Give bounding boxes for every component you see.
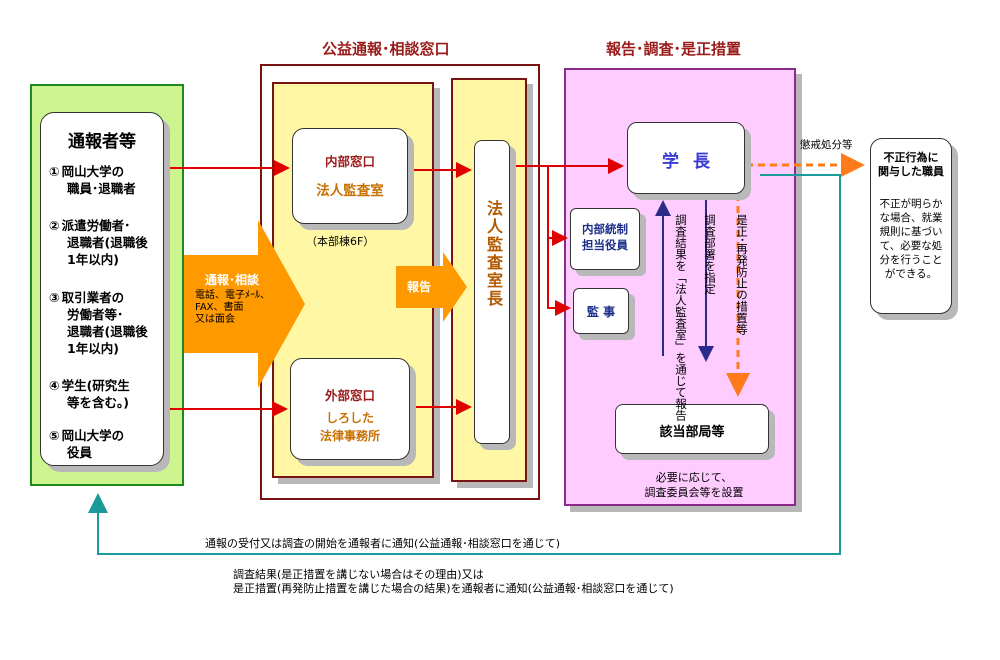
president-label: 学長 — [662, 152, 724, 172]
report-consult-arrow — [184, 220, 305, 388]
department-card: 該当部局等 — [615, 404, 769, 454]
president-card: 学長 — [627, 122, 745, 194]
external-window-card: 外部窓口 しろした 法律事務所 — [290, 358, 410, 460]
auditor-label: 監 事 — [586, 305, 616, 319]
item-number: ② — [49, 218, 60, 233]
vt-col: 措置等 — [735, 300, 749, 335]
methods-line: 電話、電子ﾒｰﾙ、 — [195, 290, 270, 301]
item-line: 退職者(退職後 — [67, 235, 148, 250]
internal-control-officer-label: 内部統制 担当役員 — [575, 221, 635, 253]
involved-staff-body: 不正が明らかな場合、就業規則に基づいて、必要な処分を行うことができる。 — [879, 198, 943, 280]
internal-window-name: 法人監査室 — [316, 183, 384, 199]
consultation-window-heading: 公益通報･相談窓口 — [322, 40, 450, 58]
internal-window-card: 内部窓口 法人監査室 — [292, 128, 408, 224]
item-line: 岡山大学の — [61, 428, 125, 443]
item-line: 岡山大学の — [61, 164, 125, 179]
result-notice-line: 是正措置(再発防止措置を講じた場合の結果)を通報者に通知(公益通報･相談窓口を通… — [233, 582, 674, 595]
item-line: 学生(研究生 — [61, 378, 130, 393]
committee-line: 必要に応じて、 — [655, 471, 733, 484]
methods-line: FAX、書面 — [195, 302, 244, 313]
committee-line: 調査委員会等を設置 — [644, 486, 744, 499]
report-investigation-heading: 報告･調査･是正措置 — [606, 40, 742, 58]
auditor-card: 監 事 — [573, 288, 629, 334]
vt-col: 是正･再発防止の — [735, 214, 749, 301]
hokoku-arrow — [396, 252, 467, 322]
audit-director-label: 法人監査室長 — [484, 200, 503, 308]
external-window-name: 法律事務所 — [319, 429, 380, 443]
department-label: 該当部局等 — [659, 425, 725, 440]
item-number: ① — [49, 164, 60, 179]
involved-staff-card: 不正行為に 関与した職員 不正が明らかな場合、就業規則に基づいて、必要な処分を行… — [870, 138, 952, 314]
result-notice-line: 調査結果(是正措置を講じない場合はその理由)又は — [233, 568, 484, 581]
item-line: 職員･退職者 — [67, 181, 136, 196]
staff-title-line: 不正行為に — [883, 151, 939, 164]
item-number: ③ — [49, 290, 60, 305]
prevention-measures-label: 是正･再発防止の措置等 — [735, 214, 749, 335]
internal-window-title: 内部窓口 — [324, 154, 375, 169]
external-window-name: しろした — [325, 411, 374, 425]
committee-note: 必要に応じて、 調査委員会等を設置 — [604, 470, 784, 500]
item-line: 1年以内) — [67, 252, 119, 267]
methods-line: 又は面会 — [195, 314, 235, 325]
staff-title-line: 関与した職員 — [878, 165, 944, 178]
item-line: 退職者(退職後 — [67, 324, 148, 339]
item-line: 派遣労働者･ — [61, 218, 131, 233]
item-line: 労働者等･ — [67, 307, 124, 322]
report-consult-label: 通報･相談 — [205, 273, 260, 287]
investigation-results-label: 調査結果を「法人監査室」を通じて報告 — [674, 214, 688, 422]
involved-staff-title: 不正行為に 関与した職員 — [871, 151, 951, 179]
item-line: 1年以内) — [67, 341, 119, 356]
item-line: 取引業者の — [61, 290, 125, 305]
discipline-label: 懲戒処分等 — [800, 139, 853, 151]
hokoku-label: 報告 — [407, 280, 432, 294]
item-number: ④ — [49, 378, 60, 393]
reporter-title: 通報者等 — [68, 132, 136, 152]
internal-window-location: （本部棟6F） — [306, 235, 375, 248]
reception-notice: 通報の受付又は調査の開始を通報者に通知(公益通報･相談窓口を通じて) — [205, 537, 561, 550]
item-line: 等を含む。) — [67, 395, 129, 410]
audit-director-card — [474, 140, 510, 444]
officer-line: 内部統制 — [582, 222, 628, 236]
dept-designation-label: 調査部署を指定 — [703, 214, 717, 295]
external-window-title: 外部窓口 — [324, 388, 375, 403]
vt-col: 通じて報告 — [674, 363, 688, 422]
vt-col: 調査結果を「法人監査室」を — [674, 214, 688, 364]
officer-line: 担当役員 — [582, 238, 628, 252]
item-line: 役員 — [67, 445, 93, 460]
item-number: ⑤ — [49, 428, 60, 443]
internal-control-officer-card: 内部統制 担当役員 — [570, 208, 640, 270]
report-consult-methods: 電話、電子ﾒｰﾙ、 FAX、書面 又は面会 — [195, 290, 285, 326]
